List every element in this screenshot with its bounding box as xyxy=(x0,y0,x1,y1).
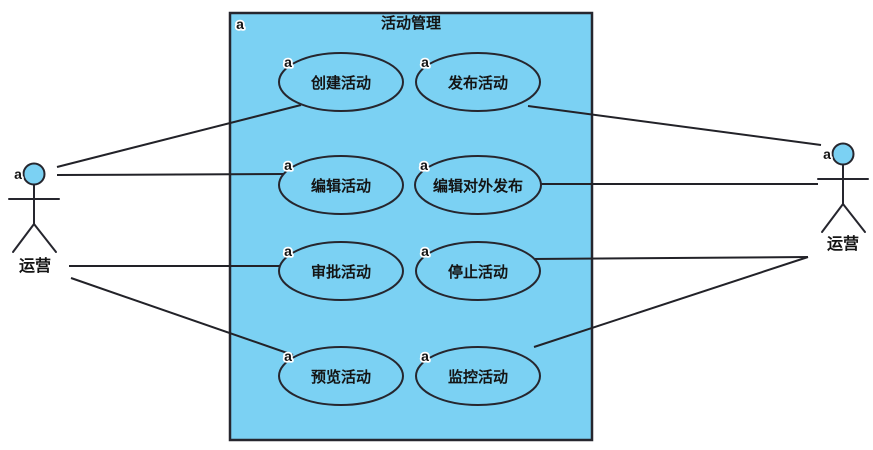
annotation-marker: a xyxy=(284,348,292,364)
usecase-label: 编辑活动 xyxy=(311,177,371,195)
association-line-left-edit xyxy=(56,173,287,176)
actor-right: a 运营 xyxy=(817,142,869,253)
association-line-left-create xyxy=(56,104,302,168)
annotation-marker: a xyxy=(420,157,428,173)
usecase-publish-activity: 发布活动 a xyxy=(415,52,541,112)
annotation-marker: a xyxy=(284,54,292,70)
actor-leg-left xyxy=(821,203,844,233)
association-line-left-preview xyxy=(70,277,294,356)
usecase-ellipse xyxy=(278,241,404,301)
usecase-label: 创建活动 xyxy=(310,74,371,92)
association-line-right-publish xyxy=(527,105,822,146)
actor-head xyxy=(831,142,855,166)
annotation-marker: a xyxy=(421,348,429,364)
system-boundary-title: 活动管理 xyxy=(381,14,441,32)
actor-left: a 运营 xyxy=(8,162,60,275)
actor-head xyxy=(22,162,46,186)
usecase-create-activity: 创建活动 a xyxy=(278,52,404,112)
usecase-label: 监控活动 xyxy=(448,368,508,386)
usecase-approve-activity: 审批活动 a xyxy=(278,241,404,301)
actor-leg-left xyxy=(12,223,35,253)
usecase-edit-activity: 编辑活动 a xyxy=(278,155,404,215)
usecase-stop-activity: 停止活动 a xyxy=(415,241,541,301)
actor-label: 运营 xyxy=(19,256,51,275)
annotation-marker: a xyxy=(823,146,831,162)
usecase-edit-external-publish: 编辑对外发布 a xyxy=(414,155,542,215)
usecase-ellipse xyxy=(415,241,541,301)
association-line-right-monitor xyxy=(533,256,809,348)
actor-leg-right xyxy=(842,203,866,233)
usecase-ellipse xyxy=(415,52,541,112)
actor-label: 运营 xyxy=(827,234,859,253)
usecase-monitor-activity: 监控活动 a xyxy=(415,346,541,406)
usecase-label: 审批活动 xyxy=(311,263,371,281)
associations xyxy=(56,104,822,356)
usecase-ellipse xyxy=(414,155,542,215)
usecase-label: 预览活动 xyxy=(311,368,371,386)
annotation-marker: a xyxy=(236,16,244,32)
annotation-marker: a xyxy=(284,157,292,173)
usecase-label: 发布活动 xyxy=(447,74,508,92)
usecase-label: 停止活动 xyxy=(448,263,508,281)
usecase-preview-activity: 预览活动 a xyxy=(278,346,404,406)
actor-leg-right xyxy=(33,223,57,253)
usecase-ellipse xyxy=(278,52,404,112)
annotation-marker: a xyxy=(14,166,22,182)
usecases: 创建活动 a 发布活动 a 编辑活动 a 编辑对外发布 a 审批活动 a 停止活… xyxy=(278,52,542,406)
annotation-marker: a xyxy=(284,243,292,259)
association-line-right-stop xyxy=(530,256,809,260)
usecase-ellipse xyxy=(278,346,404,406)
annotation-marker: a xyxy=(421,243,429,259)
usecase-ellipse xyxy=(278,155,404,215)
usecase-ellipse xyxy=(415,346,541,406)
annotation-marker: a xyxy=(421,54,429,70)
usecase-label: 编辑对外发布 xyxy=(433,177,523,195)
